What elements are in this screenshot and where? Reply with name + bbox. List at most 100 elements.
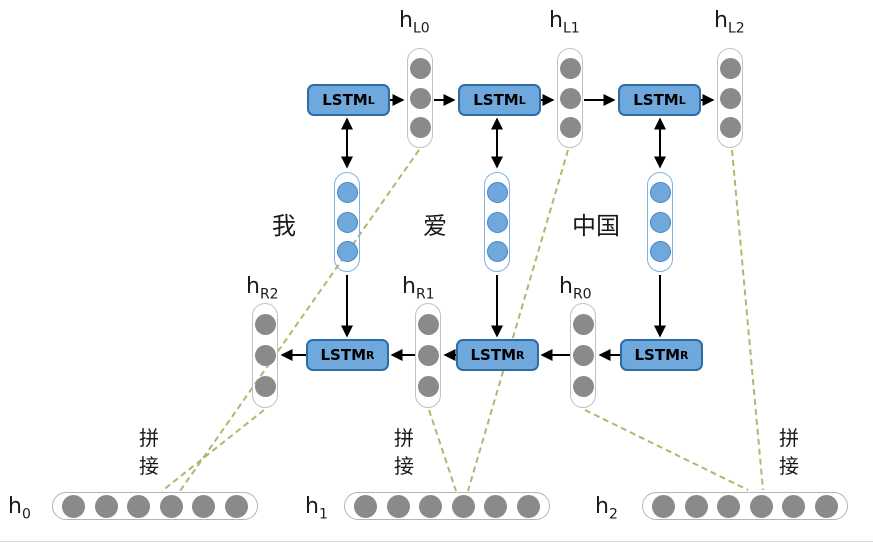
vector-cell <box>559 87 581 109</box>
vector-hL0 <box>407 48 433 148</box>
dashed-hR2-to-h0 <box>161 409 265 492</box>
label-hR1: hR1 <box>402 274 435 302</box>
vector-cell <box>719 87 741 109</box>
vector-cell <box>572 345 594 366</box>
vector-cell <box>559 117 581 139</box>
label-hL0: hL0 <box>399 8 430 36</box>
vector-cell <box>572 376 594 397</box>
dashed-hL0-to-h0 <box>179 149 420 492</box>
vector-cell <box>127 494 151 518</box>
label-base: h <box>402 274 416 299</box>
concat-char: 接 <box>779 454 799 478</box>
vector-cell <box>417 376 439 397</box>
dashed-hR0-to-h2 <box>584 409 749 491</box>
vector-h2 <box>642 492 848 520</box>
lstm-label-sub: R <box>516 348 525 362</box>
vector-cell <box>649 211 671 233</box>
input-word-1: 爱 <box>423 212 447 240</box>
vector-cell <box>749 494 773 518</box>
label-base: h <box>714 8 728 33</box>
lstm-label-sub: L <box>678 93 686 107</box>
vector-cell <box>224 494 248 518</box>
vector-cell <box>386 494 410 518</box>
lstm-label: LSTM <box>322 91 368 109</box>
label-h0: h0 <box>8 494 31 522</box>
vector-cell <box>254 376 276 397</box>
vector-cell <box>354 494 378 518</box>
vector-cell <box>486 181 508 203</box>
vector-cell <box>649 181 671 203</box>
vector-cell <box>451 494 475 518</box>
vector-cell <box>409 117 431 139</box>
embedding-vector-2 <box>647 172 673 272</box>
label-base: h <box>549 8 563 33</box>
vector-cell <box>484 494 508 518</box>
label-base: h <box>246 274 260 299</box>
vector-cell <box>717 494 741 518</box>
concat-label-0: 拼 接 <box>139 424 159 480</box>
label-base: h <box>595 494 609 519</box>
label-h2: h2 <box>595 494 618 522</box>
label-base: h <box>399 8 413 33</box>
vector-cell <box>814 494 838 518</box>
vector-hL1 <box>557 48 583 148</box>
input-word-2: 中国 <box>572 212 620 240</box>
vector-cell <box>684 494 708 518</box>
label-hR2: hR2 <box>246 274 279 302</box>
input-word-0: 我 <box>272 212 296 240</box>
label-sub: L2 <box>727 20 745 37</box>
vector-h1 <box>344 492 550 520</box>
vector-cell <box>336 241 358 263</box>
concat-char: 拼 <box>139 426 159 450</box>
vector-cell <box>419 494 443 518</box>
vector-cell <box>649 241 671 263</box>
concat-dashed-connectors <box>161 149 764 492</box>
vector-cell <box>652 494 676 518</box>
concat-label-1: 拼 接 <box>394 424 414 480</box>
vector-cell <box>719 117 741 139</box>
lstm-label-sub: L <box>367 93 375 107</box>
vector-hR0 <box>570 303 596 408</box>
lstm-label-sub: L <box>518 93 526 107</box>
label-h1: h1 <box>305 494 328 522</box>
vector-h0 <box>52 492 258 520</box>
concat-char: 拼 <box>779 426 799 450</box>
label-base: h <box>8 494 22 519</box>
bottom-divider <box>0 541 873 542</box>
concat-char: 接 <box>394 454 414 478</box>
vector-cell <box>719 57 741 79</box>
lstm-label: LSTM <box>634 346 681 364</box>
vector-hR1 <box>415 303 441 408</box>
vector-cell <box>94 494 118 518</box>
label-hR0: hR0 <box>559 274 592 302</box>
vector-cell <box>62 494 86 518</box>
lstm-label-sub: R <box>680 348 689 362</box>
vector-cell <box>409 87 431 109</box>
label-sub: R2 <box>259 286 279 303</box>
vector-cell <box>336 181 358 203</box>
vector-cell <box>559 57 581 79</box>
vector-cell <box>336 211 358 233</box>
label-sub: L1 <box>562 20 580 37</box>
label-sub: R0 <box>572 286 592 303</box>
label-base: h <box>559 274 573 299</box>
vector-cell <box>572 314 594 335</box>
vector-cell <box>192 494 216 518</box>
vector-cell <box>417 345 439 366</box>
label-base: h <box>305 494 319 519</box>
concat-char: 接 <box>139 454 159 478</box>
dashed-hL2-to-h2 <box>731 149 764 491</box>
vector-cell <box>486 211 508 233</box>
lstm-label: LSTM <box>473 91 519 109</box>
concat-label-2: 拼 接 <box>779 424 799 480</box>
lstm-label: LSTM <box>470 346 517 364</box>
vector-cell <box>417 314 439 335</box>
vector-cell <box>782 494 806 518</box>
label-hL2: hL2 <box>714 8 745 36</box>
label-sub: 1 <box>318 506 328 523</box>
